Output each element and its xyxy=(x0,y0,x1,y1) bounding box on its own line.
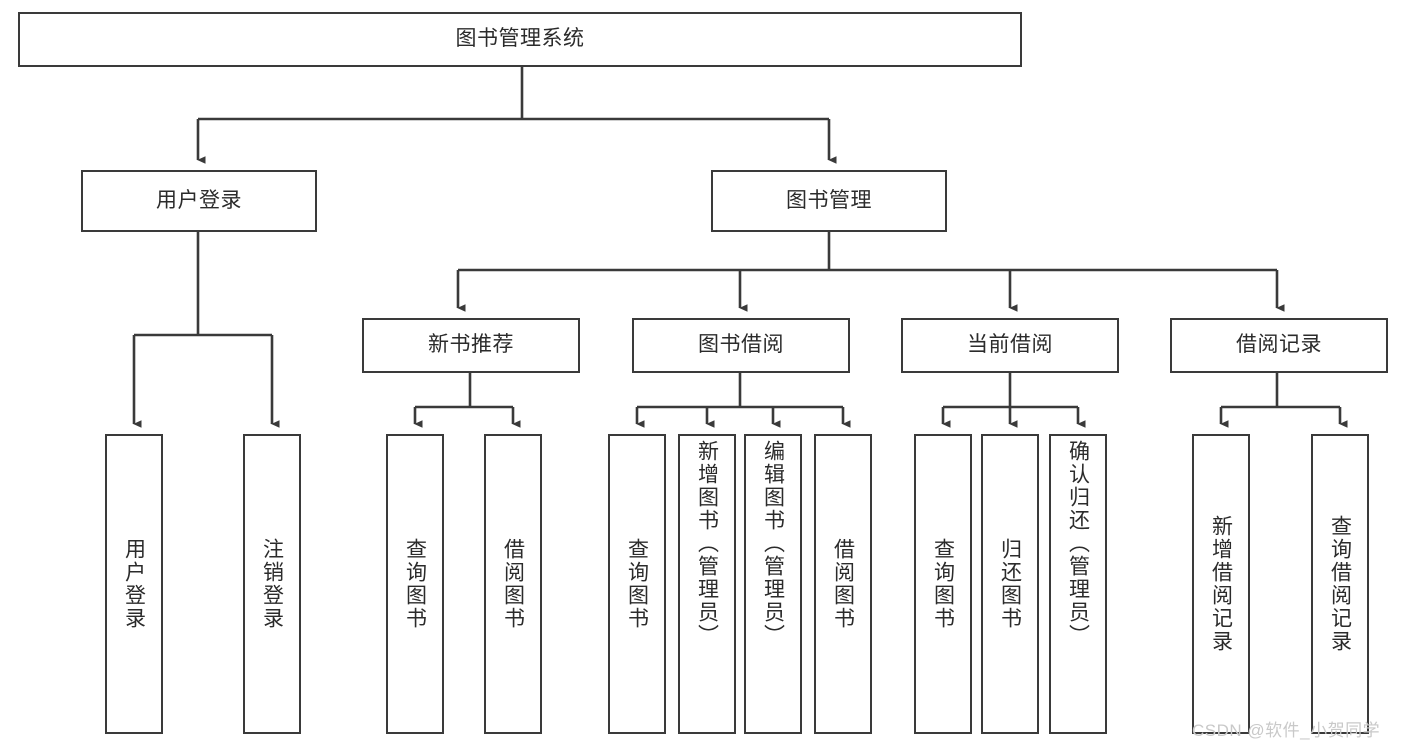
node-leaf-add-book-admin-label: 新增图书（管理员） xyxy=(695,440,719,647)
node-leaf-query-book-1[interactable]: 查询图书 xyxy=(386,434,444,734)
node-leaf-borrow-book-2[interactable]: 借阅图书 xyxy=(814,434,872,734)
node-leaf-user-login-label: 用户登录 xyxy=(122,538,146,630)
node-leaf-borrow-book-1-label: 借阅图书 xyxy=(501,538,525,630)
node-leaf-query-borrow-record[interactable]: 查询借阅记录 xyxy=(1311,434,1369,734)
node-leaf-borrow-book-1[interactable]: 借阅图书 xyxy=(484,434,542,734)
node-new-book-recommend-label: 新书推荐 xyxy=(428,333,514,357)
node-borrow-record-label: 借阅记录 xyxy=(1236,333,1322,357)
node-new-book-recommend[interactable]: 新书推荐 xyxy=(362,318,580,373)
node-leaf-query-book-2-label: 查询图书 xyxy=(625,538,649,630)
node-leaf-query-book-3[interactable]: 查询图书 xyxy=(914,434,972,734)
node-leaf-logout[interactable]: 注销登录 xyxy=(243,434,301,734)
node-current-borrow[interactable]: 当前借阅 xyxy=(901,318,1119,373)
node-leaf-user-login[interactable]: 用户登录 xyxy=(105,434,163,734)
node-leaf-edit-book-admin[interactable]: 编辑图书（管理员） xyxy=(744,434,802,734)
node-leaf-query-book-1-label: 查询图书 xyxy=(403,538,427,630)
node-root-label: 图书管理系统 xyxy=(455,27,585,51)
node-leaf-add-borrow-record[interactable]: 新增借阅记录 xyxy=(1192,434,1250,734)
node-borrow-record[interactable]: 借阅记录 xyxy=(1170,318,1388,373)
node-leaf-add-book-admin[interactable]: 新增图书（管理员） xyxy=(678,434,736,734)
node-leaf-query-borrow-record-label: 查询借阅记录 xyxy=(1328,515,1352,653)
node-user-login-label: 用户登录 xyxy=(156,188,242,212)
node-leaf-add-borrow-record-label: 新增借阅记录 xyxy=(1209,515,1233,653)
node-book-borrow-label: 图书借阅 xyxy=(698,333,784,357)
node-leaf-confirm-return-admin-label: 确认归还（管理员） xyxy=(1066,440,1090,647)
node-leaf-query-book-3-label: 查询图书 xyxy=(931,538,955,630)
watermark: CSDN @软件_小贺同学 xyxy=(1192,721,1381,740)
node-current-borrow-label: 当前借阅 xyxy=(967,333,1053,357)
node-leaf-confirm-return-admin[interactable]: 确认归还（管理员） xyxy=(1049,434,1107,734)
node-leaf-query-book-2[interactable]: 查询图书 xyxy=(608,434,666,734)
node-book-manage-label: 图书管理 xyxy=(786,188,872,212)
node-leaf-borrow-book-2-label: 借阅图书 xyxy=(831,538,855,630)
node-leaf-return-book-label: 归还图书 xyxy=(998,538,1022,630)
node-leaf-logout-label: 注销登录 xyxy=(260,538,284,630)
node-leaf-edit-book-admin-label: 编辑图书（管理员） xyxy=(761,440,785,647)
node-book-borrow[interactable]: 图书借阅 xyxy=(632,318,850,373)
node-book-manage[interactable]: 图书管理 xyxy=(711,170,947,232)
node-root[interactable]: 图书管理系统 xyxy=(18,12,1022,67)
node-user-login[interactable]: 用户登录 xyxy=(81,170,317,232)
node-leaf-return-book[interactable]: 归还图书 xyxy=(981,434,1039,734)
